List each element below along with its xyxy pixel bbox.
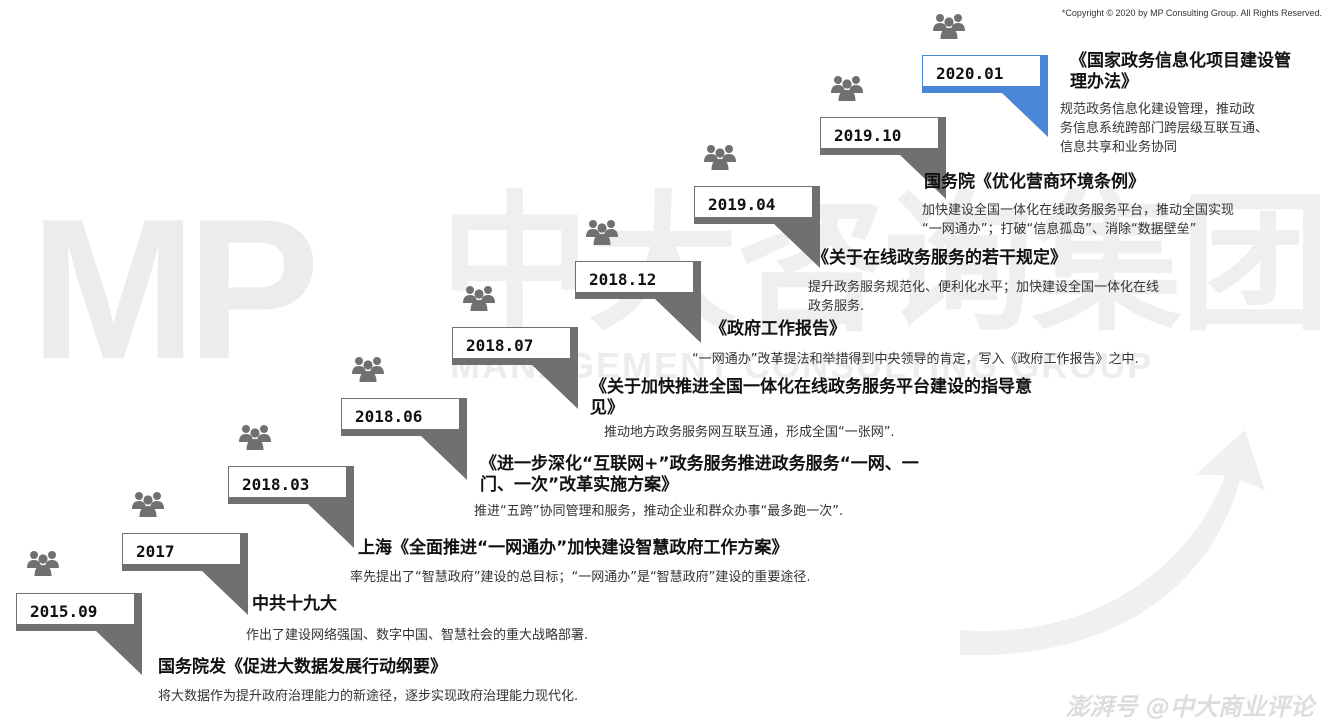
- step-date: 2020.01: [936, 64, 1004, 83]
- step-description-line: 务信息系统跨部门跨层级互联互通、: [1060, 120, 1269, 136]
- step-flag: [820, 117, 946, 199]
- step-flag: [16, 593, 142, 675]
- step-description-line: 作出了建设网络强国、数字中国、智慧社会的重大战略部署.: [246, 628, 589, 643]
- step-title: 上海《全面推进“一网通办”加快建设智慧政府工作方案》: [358, 538, 788, 559]
- people-icon: [237, 422, 273, 456]
- step-description: 推进“五跨”协同管理和服务，推动企业和群众办事“最多跑一次”.: [474, 503, 843, 522]
- step-title: 《进一步深化“互联网+”政务服务推进政务服务“一网、一门、一次”改革实施方案》: [480, 454, 919, 497]
- step-title-line: 中共十九大: [252, 594, 337, 614]
- step-title-line: 上海《全面推进“一网通办”加快建设智慧政府工作方案》: [358, 538, 789, 558]
- people-icon: [461, 283, 497, 317]
- step-description: 提升政务服务规范化、便利化水平；加快建设全国一体化在线政务服务.: [808, 279, 1159, 317]
- step-description-line: “一网通办”；打破“信息孤岛”、消除“数据壁垒”: [922, 221, 1197, 237]
- people-icon: [350, 354, 386, 388]
- people-icon: [829, 73, 865, 107]
- copyright-notice: *Copyright © 2020 by MP Consulting Group…: [1061, 8, 1322, 18]
- step-flag: [694, 186, 820, 268]
- step-description-line: 规范政务信息化建设管理，推动政: [1060, 102, 1256, 117]
- step-description-line: 政务服务.: [808, 298, 865, 314]
- step-flag: [122, 533, 248, 615]
- step-title-line: 国务院《优化营商环境条例》: [924, 172, 1145, 192]
- step-title-line: 《关于加快推进全国一体化在线政务服务平台建设的指导意: [590, 377, 1032, 397]
- step-title: 《关于在线政务服务的若干规定》: [812, 248, 1067, 269]
- step-date: 2019.04: [708, 195, 776, 214]
- step-title-line: 《国家政务信息化项目建设管: [1070, 51, 1291, 71]
- step-description: 规范政务信息化建设管理，推动政务信息系统跨部门跨层级互联互通、信息共享和业务协同: [1060, 101, 1268, 158]
- step-date: 2018.03: [242, 475, 310, 494]
- step-date: 2018.12: [589, 270, 657, 289]
- step-description-line: “一网通办”改革提法和举措得到中央领导的肯定，写入《政府工作报告》之中.: [692, 352, 1139, 367]
- step-title: 《关于加快推进全国一体化在线政务服务平台建设的指导意见》: [590, 377, 1032, 420]
- step-title-line: 《关于在线政务服务的若干规定》: [812, 248, 1067, 268]
- people-icon: [25, 548, 61, 582]
- step-title-line: 理办法》: [1070, 72, 1138, 93]
- step-title-line: 《进一步深化“互联网+”政务服务推进政务服务“一网、一: [480, 454, 919, 474]
- watermark-logo: MP: [30, 178, 320, 401]
- people-icon: [702, 142, 738, 176]
- step-date: 2017: [136, 542, 175, 561]
- step-date: 2015.09: [30, 602, 98, 621]
- step-date: 2018.07: [466, 336, 534, 355]
- footer-brand: 澎湃号 @中大商业评论: [1065, 693, 1314, 721]
- people-icon: [931, 11, 967, 45]
- step-description-line: 将大数据作为提升政府治理能力的新途径，逐步实现政府治理能力现代化.: [158, 689, 579, 704]
- step-date: 2019.10: [834, 126, 902, 145]
- step-title-line: 门、一次”改革实施方案》: [480, 475, 679, 496]
- step-title: 《政府工作报告》: [710, 319, 846, 340]
- step-flag: [922, 55, 1048, 137]
- step-title: 国务院《优化营商环境条例》: [924, 172, 1145, 193]
- step-title: 《国家政务信息化项目建设管理办法》: [1070, 51, 1291, 94]
- step-title: 中共十九大: [252, 594, 337, 615]
- step-title-line: 见》: [590, 398, 624, 419]
- step-description-line: 推进“五跨”协同管理和服务，推动企业和群众办事“最多跑一次”.: [474, 504, 844, 519]
- step-title: 国务院发《促进大数据发展行动纲要》: [158, 657, 447, 678]
- people-icon: [584, 217, 620, 251]
- step-flag: [341, 398, 467, 480]
- step-flag: [452, 327, 578, 409]
- step-description: 作出了建设网络强国、数字中国、智慧社会的重大战略部署.: [246, 627, 588, 646]
- step-flag: [575, 261, 701, 343]
- step-description-line: 信息共享和业务协同: [1060, 139, 1178, 155]
- step-title-line: 《政府工作报告》: [710, 319, 846, 339]
- step-description: 推动地方政务服务网互联互通，形成全国“一张网”.: [604, 424, 895, 443]
- step-description-line: 推动地方政务服务网互联互通，形成全国“一张网”.: [604, 425, 895, 440]
- step-description-line: 加快建设全国一体化在线政务服务平台，推动全国实现: [922, 203, 1235, 218]
- step-description: 加快建设全国一体化在线政务服务平台，推动全国实现 “一网通办”；打破“信息孤岛”、…: [922, 202, 1234, 240]
- step-description-line: 提升政务服务规范化、便利化水平；加快建设全国一体化在线: [808, 280, 1160, 295]
- step-date: 2018.06: [355, 407, 423, 426]
- step-description: “一网通办”改革提法和举措得到中央领导的肯定，写入《政府工作报告》之中.: [692, 351, 1139, 370]
- people-icon: [130, 489, 166, 523]
- step-description: 率先提出了“智慧政府”建设的总目标；“一网通办”是“智慧政府”建设的重要途径.: [350, 569, 811, 588]
- step-description-line: 率先提出了“智慧政府”建设的总目标；“一网通办”是“智慧政府”建设的重要途径.: [350, 570, 811, 585]
- step-flag: [228, 466, 354, 548]
- step-description: 将大数据作为提升政府治理能力的新途径，逐步实现政府治理能力现代化.: [158, 688, 578, 707]
- trend-arrow-watermark: [960, 430, 1265, 656]
- step-title-line: 国务院发《促进大数据发展行动纲要》: [158, 657, 447, 677]
